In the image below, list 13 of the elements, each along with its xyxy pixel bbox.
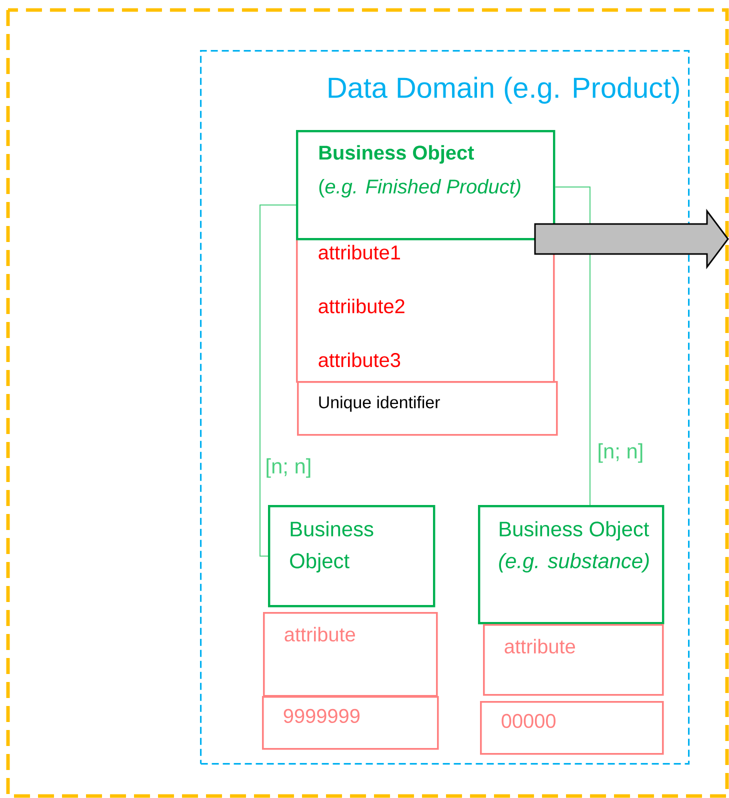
- identifier-box: 00000: [480, 701, 664, 755]
- connector-line: [554, 186, 590, 506]
- object-box: Business Object (e.g. substance): [478, 505, 664, 624]
- identifier-box: Unique identifier: [297, 381, 558, 436]
- attribute-box: attribute: [263, 612, 438, 697]
- connector-line: [260, 204, 296, 557]
- object-box: Business Object (e.g. Finished Product): [296, 130, 556, 240]
- identifier-box: 9999999: [262, 696, 439, 750]
- edge-label: [n; n]: [596, 442, 645, 464]
- object-box: Business Object: [268, 505, 436, 608]
- block-arrow: [534, 208, 729, 270]
- edge-label: [n; n]: [264, 457, 313, 479]
- attribute-box: attribute: [483, 624, 664, 696]
